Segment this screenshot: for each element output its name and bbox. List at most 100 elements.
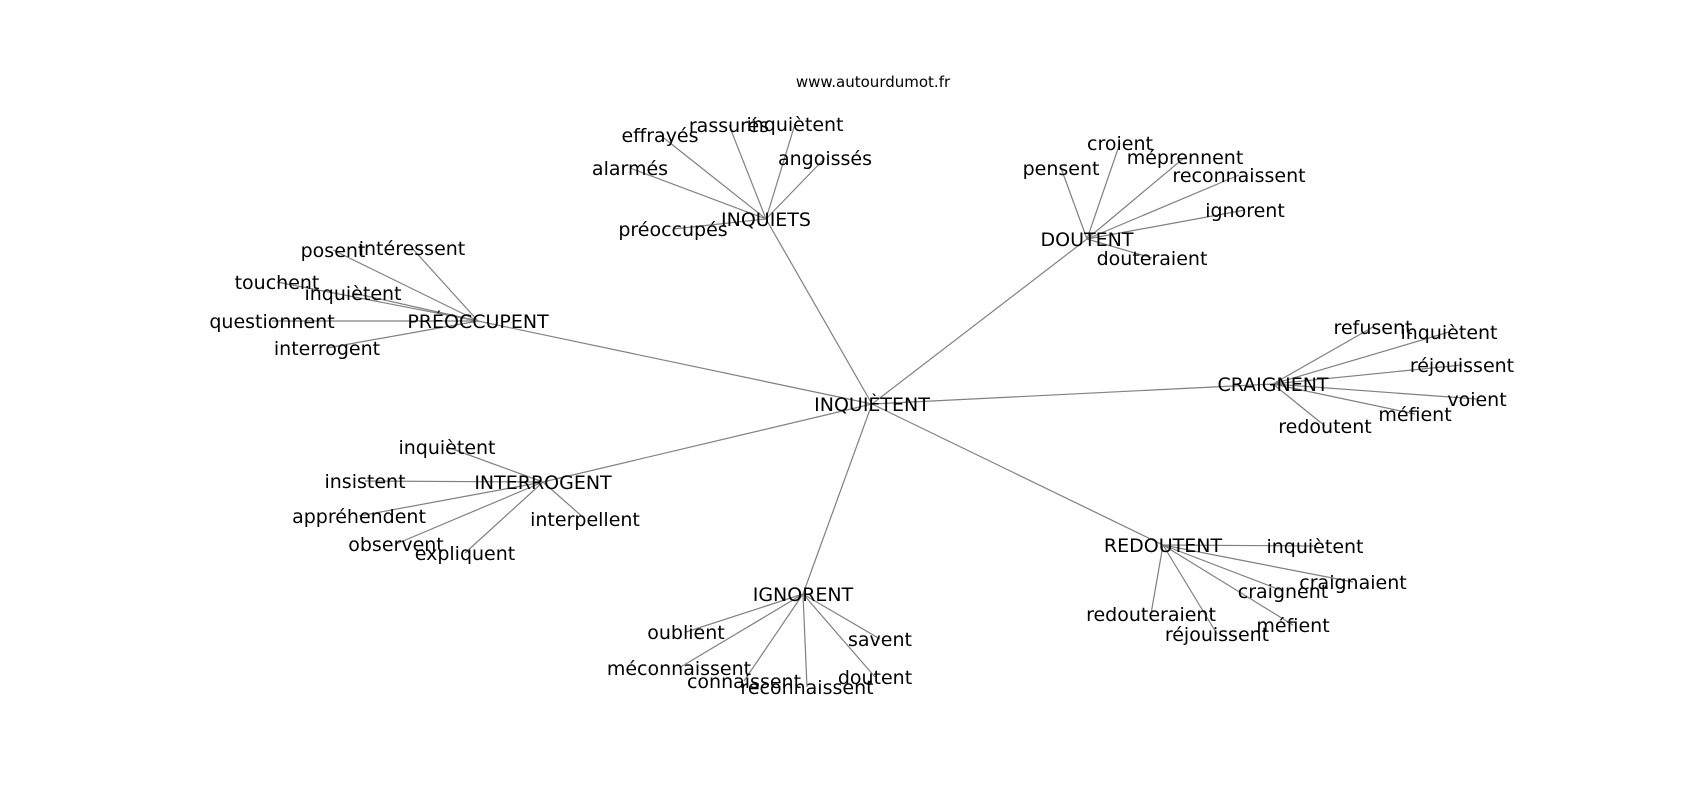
edge-ignorent-meconnaissent xyxy=(678,593,804,669)
edge-craignent-inquietent xyxy=(1272,331,1450,385)
edge-redoutent-rejouissent xyxy=(1162,544,1218,635)
edge-ignorent-doutent xyxy=(802,593,876,678)
edge-redoutent-mefient xyxy=(1162,544,1294,626)
edge-craignent-rejouissent xyxy=(1272,364,1463,385)
edge-redoutent-craignaient xyxy=(1162,544,1354,583)
edge-craignent-redoutent xyxy=(1272,383,1326,427)
leaf-node-ignorent-reconnaissent[interactable]: reconnaissent xyxy=(740,677,873,699)
edge-preoccupent-posent xyxy=(332,249,479,322)
hub-node-doutent[interactable]: DOUTENT xyxy=(1041,229,1134,251)
leaf-node-redoutent-redouteraient[interactable]: redouteraient xyxy=(1086,604,1216,626)
leaf-node-ignorent-savent[interactable]: savent xyxy=(848,629,912,651)
hub-node-interrogent[interactable]: INTERROGENT xyxy=(474,472,612,494)
edge-center-preoccupent xyxy=(477,320,873,405)
leaf-node-doutent-douteraient[interactable]: douteraient xyxy=(1097,248,1208,270)
leaf-node-doutent-ignorent[interactable]: ignorent xyxy=(1205,200,1285,222)
hub-node-ignorent[interactable]: IGNORENT xyxy=(753,584,854,606)
leaf-node-interrogent-insistent[interactable]: insistent xyxy=(324,471,405,493)
graph-edges xyxy=(272,123,1478,688)
leaf-node-inquiets-effrayes[interactable]: effrayés xyxy=(621,125,698,147)
leaf-node-craignent-redoutent[interactable]: redoutent xyxy=(1278,416,1371,438)
graph-labels: INQUIÈTENTINQUIETSeffrayésrassurésinquiè… xyxy=(209,114,1514,699)
leaf-node-inquiets-inquietent[interactable]: inquiètent xyxy=(746,114,843,136)
leaf-node-interrogent-observent[interactable]: observent xyxy=(348,534,444,556)
leaf-node-craignent-refusent[interactable]: refusent xyxy=(1334,317,1413,339)
edge-redoutent-redouteraient xyxy=(1150,544,1164,615)
hub-node-inquiets[interactable]: INQUIETS xyxy=(721,209,811,231)
leaf-node-redoutent-inquietent[interactable]: inquiètent xyxy=(1266,536,1363,558)
edge-ignorent-connaissent xyxy=(743,593,804,682)
leaf-node-preoccupent-interrogent[interactable]: interrogent xyxy=(274,338,380,360)
edge-doutent-reconnaissent xyxy=(1086,174,1240,240)
leaf-node-ignorent-oublient[interactable]: oublient xyxy=(647,622,724,644)
leaf-node-preoccupent-touchent[interactable]: touchent xyxy=(235,272,320,294)
hub-node-craignent[interactable]: CRAIGNENT xyxy=(1217,374,1328,396)
edge-inquiets-effrayes xyxy=(659,134,767,220)
leaf-node-ignorent-meconnaissent[interactable]: méconnaissent xyxy=(607,658,751,680)
leaf-node-inquiets-alarmes[interactable]: alarmés xyxy=(592,158,668,180)
edge-inquiets-preoccupes xyxy=(672,218,767,230)
edge-center-interrogent xyxy=(542,403,873,483)
leaf-node-inquiets-preoccupes[interactable]: préoccupés xyxy=(618,219,727,241)
hub-node-redoutent[interactable]: REDOUTENT xyxy=(1104,535,1223,557)
edge-redoutent-inquietent xyxy=(1162,544,1316,547)
leaf-node-craignent-voient[interactable]: voient xyxy=(1447,389,1506,411)
edge-craignent-refusent xyxy=(1272,326,1374,385)
leaf-node-inquiets-angoisses[interactable]: angoissés xyxy=(778,148,872,170)
edge-craignent-mefient xyxy=(1272,383,1416,415)
leaf-node-interrogent-expliquent[interactable]: expliquent xyxy=(415,543,516,565)
leaf-node-inquiets-rassures[interactable]: rassurés xyxy=(689,115,769,137)
leaf-node-craignent-inquietent[interactable]: inquiètent xyxy=(1400,322,1497,344)
edge-center-ignorent xyxy=(802,403,873,595)
edge-interrogent-interpellent xyxy=(542,481,586,520)
leaf-node-preoccupent-inquietent[interactable]: inquiètent xyxy=(304,283,401,305)
leaf-node-interrogent-interpellent[interactable]: interpellent xyxy=(530,509,640,531)
edge-doutent-douteraient xyxy=(1086,238,1153,259)
edge-redoutent-craignent xyxy=(1162,544,1284,592)
edge-interrogent-inquietent xyxy=(446,446,544,483)
edge-center-doutent xyxy=(871,238,1088,405)
edge-interrogent-insistent xyxy=(364,480,544,483)
edge-ignorent-oublient xyxy=(685,593,804,633)
leaf-node-doutent-pensent[interactable]: pensent xyxy=(1023,158,1100,180)
edge-doutent-ignorent xyxy=(1086,209,1246,240)
leaf-node-doutent-meprennent[interactable]: méprennent xyxy=(1127,147,1244,169)
edge-craignent-voient xyxy=(1272,383,1478,400)
edge-ignorent-savent xyxy=(802,593,881,640)
leaf-node-interrogent-apprehendent[interactable]: appréhendent xyxy=(292,506,426,528)
watermark: www.autourdumot.fr xyxy=(796,73,951,91)
edge-interrogent-expliquent xyxy=(464,481,544,554)
leaf-node-preoccupent-interessent[interactable]: intéressent xyxy=(359,238,466,260)
edge-preoccupent-inquietent xyxy=(352,292,479,322)
leaf-node-redoutent-mefient[interactable]: méfient xyxy=(1256,615,1329,637)
edge-doutent-croient xyxy=(1086,142,1121,240)
leaf-node-doutent-reconnaissent[interactable]: reconnaissent xyxy=(1172,165,1305,187)
edge-interrogent-apprehendent xyxy=(358,481,544,517)
leaf-node-preoccupent-posent[interactable]: posent xyxy=(301,240,366,262)
edge-preoccupent-interessent xyxy=(411,247,479,322)
edge-doutent-meprennent xyxy=(1086,156,1186,240)
leaf-node-interrogent-inquietent[interactable]: inquiètent xyxy=(398,437,495,459)
edge-center-inquiets xyxy=(765,218,873,405)
center-word-node[interactable]: INQUIÈTENT xyxy=(814,393,930,416)
leaf-node-craignent-mefient[interactable]: méfient xyxy=(1378,404,1451,426)
edge-preoccupent-touchent xyxy=(276,281,479,322)
leaf-node-ignorent-connaissent[interactable]: connaissent xyxy=(687,671,801,693)
hub-node-preoccupent[interactable]: PRÉOCCUPENT xyxy=(407,310,549,333)
edge-ignorent-reconnaissent xyxy=(802,593,808,688)
leaf-node-ignorent-doutent[interactable]: doutent xyxy=(838,667,912,689)
leaf-node-preoccupent-questionnent[interactable]: questionnent xyxy=(209,311,334,333)
edge-inquiets-rassures xyxy=(728,124,767,220)
leaf-node-redoutent-craignaient[interactable]: craignaient xyxy=(1299,572,1406,594)
leaf-node-redoutent-rejouissent[interactable]: réjouissent xyxy=(1165,624,1269,646)
leaf-node-doutent-croient[interactable]: croient xyxy=(1087,133,1153,155)
leaf-node-craignent-rejouissent[interactable]: réjouissent xyxy=(1410,355,1514,377)
edge-center-craignent xyxy=(871,383,1274,405)
edge-inquiets-angoisses xyxy=(765,157,826,220)
edge-preoccupent-interrogent xyxy=(326,320,479,349)
edge-interrogent-observent xyxy=(395,481,544,545)
edge-center-redoutent xyxy=(871,403,1164,546)
leaf-node-redoutent-craignent[interactable]: craignent xyxy=(1238,581,1328,603)
edge-inquiets-alarmes xyxy=(629,167,767,220)
edge-doutent-pensent xyxy=(1060,167,1088,240)
